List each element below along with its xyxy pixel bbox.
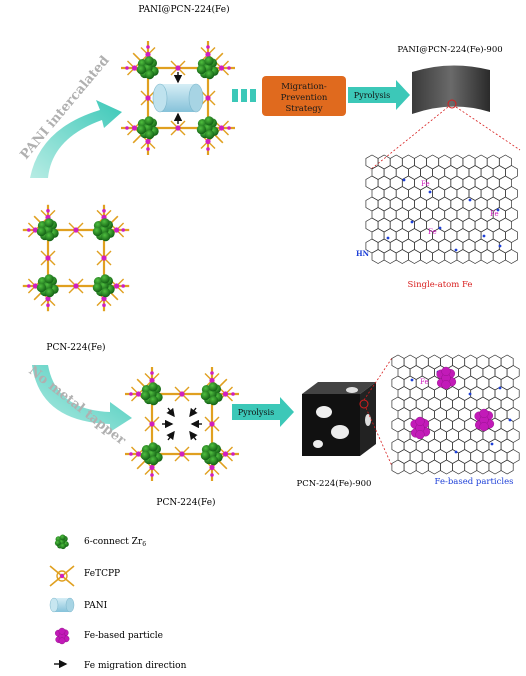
legend-fe-migration-label: Fe migration direction (84, 661, 187, 671)
fe-particles-label: Fe-based particles (435, 477, 514, 487)
framework-pani-pcn224 (121, 41, 235, 155)
zr6-cluster (140, 442, 163, 466)
curved-arrow-bottom: No metal tapper (26, 363, 132, 448)
zoom-line-left-bottom (363, 357, 393, 401)
zoom-line-right-top (455, 106, 521, 151)
fe-atom-label-3: Fe (490, 210, 499, 218)
zr6-cluster (200, 382, 223, 406)
fe-particle (410, 416, 431, 440)
fe-migration-arrows-bottom (162, 407, 202, 441)
top-framework-label: PANI@PCN-224(Fe) (138, 4, 229, 15)
pyrolysis-arrow-bottom: Pyrolysis (232, 397, 294, 427)
pyrolyzed-product-label: PANI@PCN-224(Fe)-900 (397, 44, 502, 55)
zr6-cluster (136, 116, 159, 140)
legend-zr6-label: 6-connect Zr6 (84, 537, 146, 548)
zr6-cluster (136, 56, 159, 80)
zr6-cluster (36, 218, 59, 242)
legend-fe-particle-icon (55, 627, 70, 645)
zr6-cluster (196, 116, 219, 140)
pyrolysis-label-bottom: Pyrolysis (238, 408, 274, 417)
legend-pani-icon (49, 597, 75, 613)
zr6-cluster (140, 382, 163, 406)
dash-arrow (232, 89, 256, 102)
single-atom-annotations: Fe Fe Fe HN (356, 180, 499, 258)
strategy-line-3: Strategy (285, 104, 322, 114)
bottom-framework-label: PCN-224(Fe) (156, 497, 215, 508)
fe-particle-lattice (391, 354, 520, 475)
strategy-line-2: Prevention (281, 93, 328, 103)
zoom-line-left-top (369, 106, 449, 171)
single-atom-lattice (365, 154, 518, 264)
single-atom-label: Single-atom Fe (408, 280, 473, 290)
zoom-line-right-bottom (365, 407, 393, 467)
legend-zr6-icon (54, 534, 69, 550)
pyrolysis-label-top: Pyrolysis (354, 91, 390, 100)
fe-particle (55, 627, 70, 645)
zr6-cluster (200, 442, 223, 466)
legend-fetcpp-label: FeTCPP (84, 569, 120, 579)
framework-pcn224-bottom (125, 367, 239, 481)
legend-fe-particle-label: Fe-based particle (84, 631, 163, 641)
legend-pani-label: PANI (84, 601, 108, 611)
legend: 6-connect Zr6 FeTCPP PANI Fe-based parti… (49, 534, 187, 671)
bottom-product-label: PCN-224(Fe)-900 (297, 478, 372, 489)
fe-particle (436, 366, 457, 390)
legend-fetcpp-icon (49, 565, 75, 587)
porous-carbon-cube (302, 382, 376, 456)
pyrolysis-arrow-top: Pyrolysis (348, 80, 410, 110)
curved-arrow-top: PANI intercalated (18, 53, 122, 178)
zr6-cluster (54, 534, 69, 550)
fe-atom-label-4: Fe (420, 378, 429, 386)
zr6-cluster (92, 274, 115, 298)
zr6-cluster (196, 56, 219, 80)
zr6-cluster (36, 274, 59, 298)
zr6-cluster (92, 218, 115, 242)
carbon-sheet (412, 65, 490, 114)
pani-cylinder (152, 83, 204, 113)
hn-label: HN (356, 249, 370, 258)
parent-framework-label: PCN-224(Fe) (46, 342, 105, 353)
curved-arrow-top-label: PANI intercalated (18, 53, 113, 162)
fe-atom-label-2: Fe (428, 228, 437, 236)
strategy-line-1: Migration- (281, 82, 327, 92)
fe-particles (410, 366, 495, 440)
framework-pcn224-parent (22, 204, 130, 312)
fe-atom-label-1: Fe (421, 180, 430, 188)
strategy-box: Migration- Prevention Strategy (262, 76, 346, 116)
fe-particle (474, 408, 495, 432)
